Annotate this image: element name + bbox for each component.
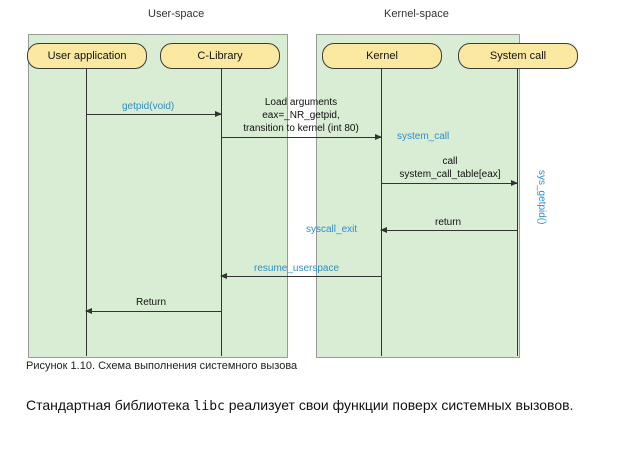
arrow-head xyxy=(215,111,222,117)
actor-user-application: User application xyxy=(27,43,147,69)
c-library-lifeline xyxy=(221,56,222,356)
label-system-call: system_call xyxy=(397,131,450,142)
figure-caption: Рисунок 1.10. Схема выполнения системног… xyxy=(26,360,298,372)
arrow-load-arguments xyxy=(221,134,382,140)
actor-kernel: Kernel xyxy=(322,43,442,69)
user-space-title: User-space xyxy=(148,8,205,20)
label-resume-userspace: resume_userspace xyxy=(254,263,340,274)
arrow-return-user xyxy=(85,308,221,314)
label-transition: transition to kernel (int 80) xyxy=(243,123,359,134)
arrow-head xyxy=(375,134,382,140)
arrow-head xyxy=(220,273,227,279)
paragraph-code-libc: libc xyxy=(193,399,225,414)
actor-system-call: System call xyxy=(458,43,578,69)
kernel-lifeline xyxy=(381,56,382,356)
arrow-head xyxy=(380,227,387,233)
arrow-head xyxy=(85,308,92,314)
kernel-space-title: Kernel-space xyxy=(384,8,449,20)
label-system-call-table: system_call_table[eax] xyxy=(399,169,501,180)
label-sys-getpid: sys_getpid() xyxy=(536,170,547,225)
label-syscall-exit: syscall_exit xyxy=(306,224,358,235)
paragraph-text-before: Стандартная библиотека xyxy=(26,397,194,413)
system-call-lifeline xyxy=(517,56,518,356)
arrow-resume-userspace xyxy=(220,273,381,279)
arrow-head xyxy=(511,180,518,186)
user-space-panel xyxy=(28,34,288,358)
label-eax: eax=_NR_getpid, xyxy=(262,110,340,121)
label-return-user: Return xyxy=(136,297,167,308)
arrow-call xyxy=(381,180,518,186)
kernel-space-panel xyxy=(316,34,520,358)
user-application-lifeline xyxy=(86,56,87,356)
arrow-return-kernel xyxy=(380,227,517,233)
label-call: call xyxy=(442,156,458,167)
arrow-getpid xyxy=(86,111,222,117)
body-paragraph: Стандартная библиотека libc реализует св… xyxy=(26,396,606,416)
label-return-kernel: return xyxy=(435,217,462,228)
label-getpid: getpid(void) xyxy=(122,101,175,112)
paragraph-text-after: реализует свои функции поверх системных … xyxy=(224,397,574,413)
label-load-arguments: Load arguments xyxy=(264,97,338,108)
actor-c-library: C-Library xyxy=(160,43,280,69)
